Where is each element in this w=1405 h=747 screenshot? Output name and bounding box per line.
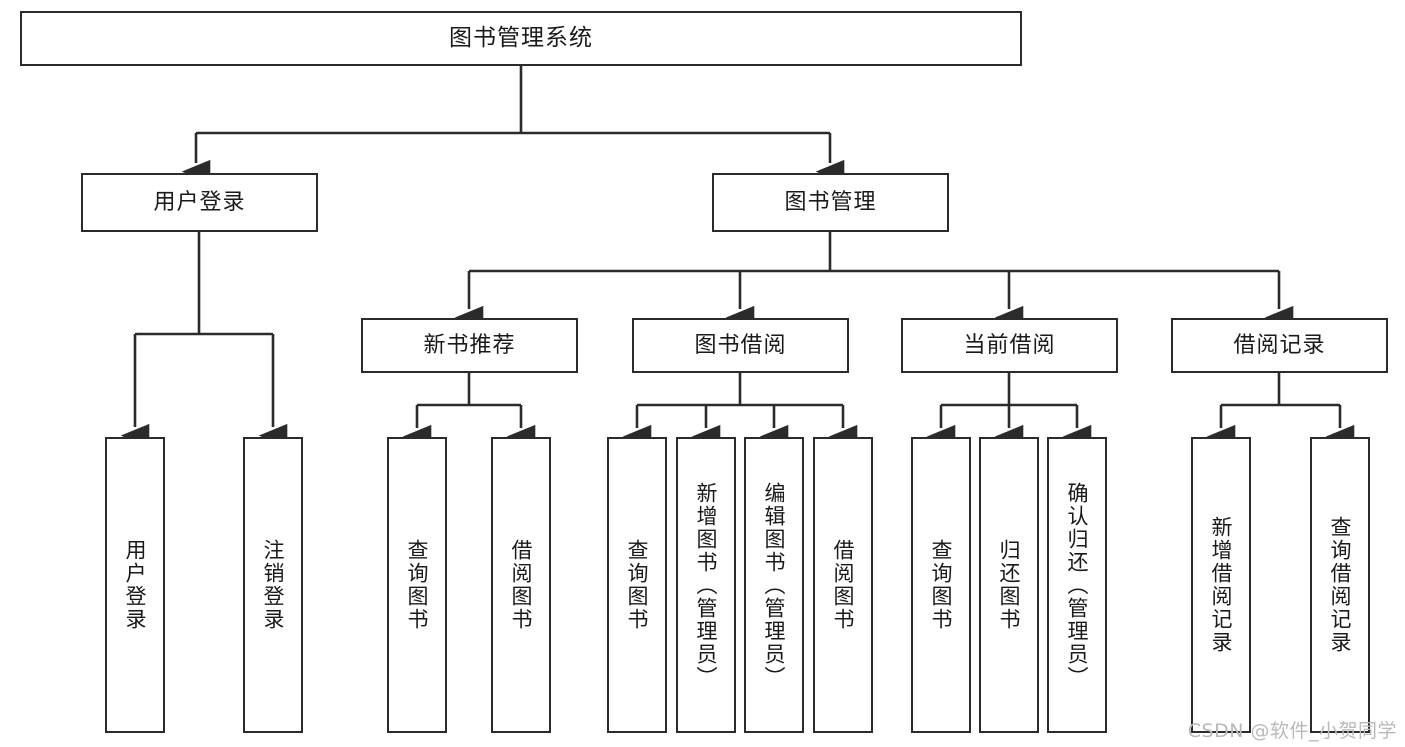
node-leaf-confirm-return[interactable]: 确认归还（管理员） [1047,437,1107,733]
node-label: 注销登录 [261,539,286,631]
node-leaf-query-book-3[interactable]: 查询图书 [911,437,971,733]
node-label: 查询借阅记录 [1328,516,1353,654]
node-leaf-add-record[interactable]: 新增借阅记录 [1191,437,1251,733]
node-label: 用户登录 [123,539,148,631]
node-label: 确认归还（管理员） [1065,481,1090,689]
node-label: 编辑图书（管理员） [762,481,787,689]
node-label: 借阅图书 [831,539,856,631]
node-leaf-add-book[interactable]: 新增图书（管理员） [676,437,736,733]
node-leaf-logout-login[interactable]: 注销登录 [243,437,303,733]
node-book-manage[interactable]: 图书管理 [712,173,949,232]
node-book-borrow[interactable]: 图书借阅 [632,318,849,373]
node-root-system[interactable]: 图书管理系统 [20,11,1022,66]
node-label: 查询图书 [625,539,650,631]
node-label: 归还图书 [997,539,1022,631]
node-new-book-recommend[interactable]: 新书推荐 [361,318,578,373]
node-label: 借阅记录 [1233,332,1326,358]
node-leaf-borrow-book-2[interactable]: 借阅图书 [813,437,873,733]
node-label: 查询图书 [405,539,430,631]
node-leaf-edit-book[interactable]: 编辑图书（管理员） [744,437,804,733]
node-label: 新增借阅记录 [1209,516,1234,654]
node-leaf-query-book-2[interactable]: 查询图书 [607,437,667,733]
node-leaf-borrow-book-1[interactable]: 借阅图书 [491,437,551,733]
node-label: 用户登录 [153,189,246,215]
node-label: 借阅图书 [509,539,534,631]
node-label: 查询图书 [929,539,954,631]
node-leaf-user-login[interactable]: 用户登录 [105,437,165,733]
node-current-borrow[interactable]: 当前借阅 [901,318,1118,373]
node-label: 图书管理系统 [449,25,593,52]
node-label: 图书借阅 [694,332,787,358]
node-leaf-query-book-1[interactable]: 查询图书 [387,437,447,733]
node-borrow-record[interactable]: 借阅记录 [1171,318,1388,373]
node-user-login[interactable]: 用户登录 [81,173,318,232]
node-leaf-query-record[interactable]: 查询借阅记录 [1310,437,1370,733]
node-leaf-return-book[interactable]: 归还图书 [979,437,1039,733]
node-label: 当前借阅 [963,332,1056,358]
watermark-text: CSDN @软件_小贺同学 [1187,720,1397,742]
node-label: 图书管理 [784,189,877,215]
node-label: 新增图书（管理员） [694,481,719,689]
node-label: 新书推荐 [423,332,516,358]
